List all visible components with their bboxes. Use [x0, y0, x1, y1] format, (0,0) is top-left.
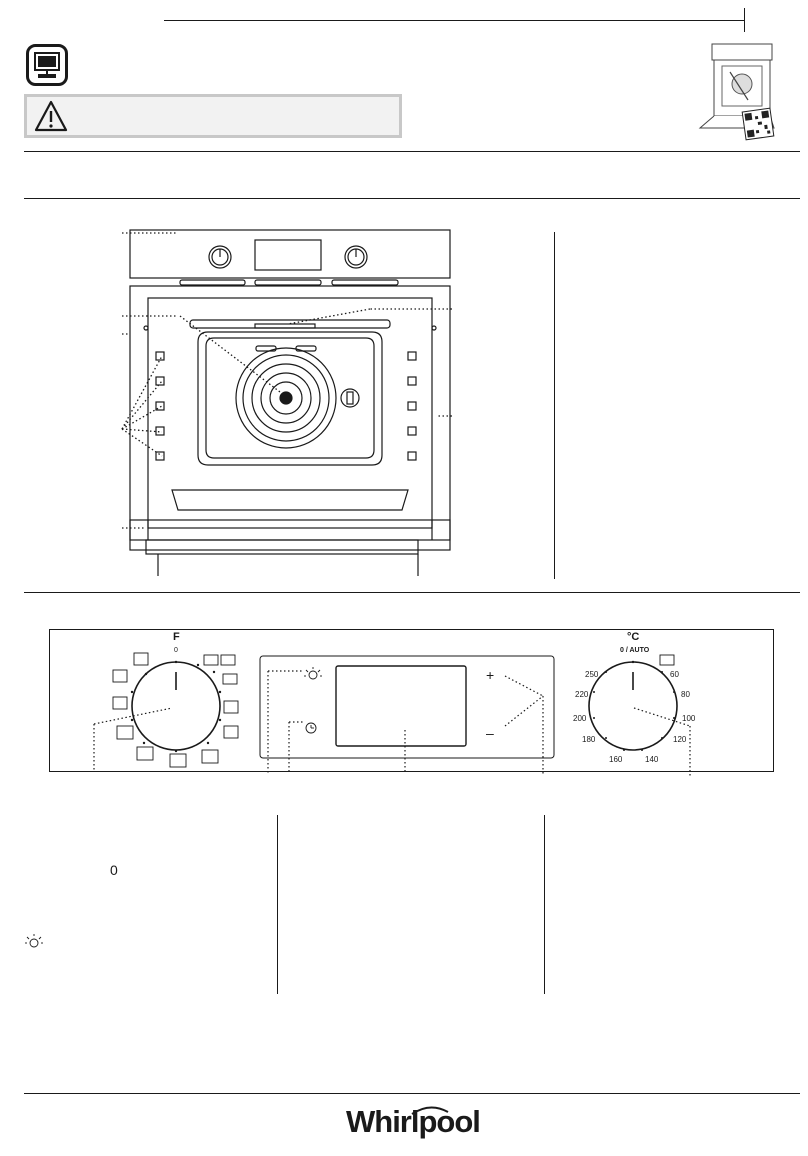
zero-position-symbol: 0	[110, 862, 118, 878]
section-rule-2	[24, 198, 800, 199]
function-knob-title: F	[173, 631, 180, 643]
qr-oven-thumbnail	[698, 43, 775, 141]
lower-column-divider-1	[277, 815, 278, 994]
whirlpool-logo	[411, 1106, 449, 1115]
temperature-knob-title: °C	[627, 631, 640, 643]
display-module	[259, 655, 555, 774]
temperature-knob-zero: 0 / AUTO	[620, 647, 650, 654]
oven-column-divider	[554, 232, 555, 579]
qr-code-icon	[741, 107, 775, 141]
oven-front-diagram	[121, 229, 452, 576]
temperature-knob	[588, 654, 691, 776]
section-rule-1	[24, 151, 800, 152]
warning-triangle-icon	[34, 100, 68, 132]
temp-scale-220: 220	[575, 690, 589, 699]
temp-scale-120: 120	[673, 735, 687, 744]
top-rule-tick	[744, 8, 745, 32]
control-panel-diagram	[49, 629, 774, 772]
light-icon	[304, 667, 322, 680]
footer-rule	[24, 1093, 800, 1094]
monitor-icon	[26, 44, 68, 86]
top-rule	[164, 20, 744, 21]
temp-scale-250: 250	[585, 670, 599, 679]
section-rule-3	[24, 592, 800, 593]
plus-button[interactable]: +	[486, 667, 495, 683]
temp-scale-200: 200	[573, 714, 587, 723]
light-icon	[25, 934, 43, 948]
clock-icon	[305, 722, 317, 734]
warning-box	[24, 94, 402, 138]
function-knob	[93, 652, 239, 770]
lower-column-divider-2	[544, 815, 545, 994]
temp-scale-180: 180	[582, 735, 596, 744]
temp-scale-140: 140	[645, 755, 659, 764]
temp-scale-60: 60	[670, 670, 679, 679]
temp-scale-100: 100	[682, 714, 696, 723]
function-knob-zero: 0	[174, 647, 178, 654]
temp-scale-80: 80	[681, 690, 690, 699]
brand-logo-text: Whirlpool	[346, 1104, 481, 1139]
temp-scale-160: 160	[609, 755, 623, 764]
minus-button[interactable]: –	[486, 725, 494, 741]
